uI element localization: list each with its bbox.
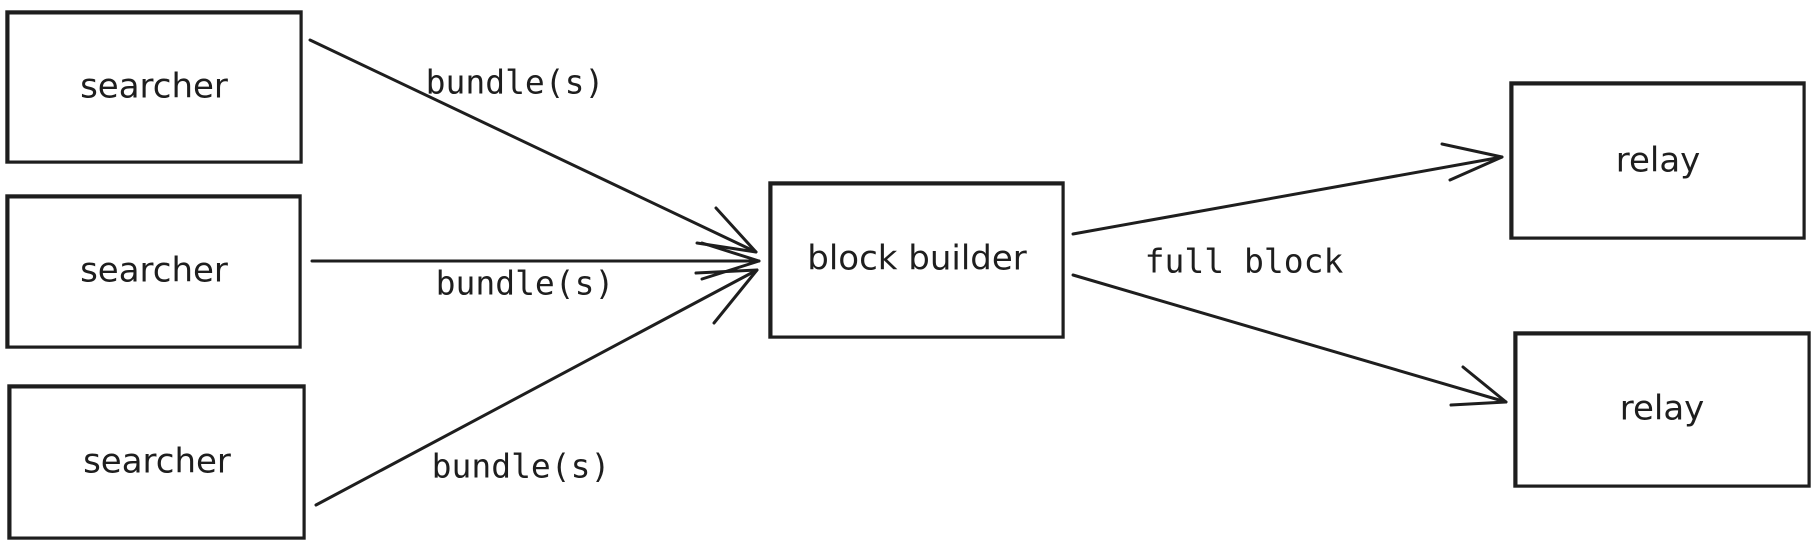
edge-searcher-2-to-builder: bundle(s) xyxy=(310,241,761,303)
edge-searcher-1-to-builder: bundle(s) xyxy=(308,38,758,254)
relay-node-1-label: relay xyxy=(1616,141,1701,181)
relay-node-2-label: relay xyxy=(1620,389,1705,429)
edge-label-searcher-1: bundle(s) xyxy=(426,63,605,102)
edge-builder-to-relay-1 xyxy=(1071,142,1504,236)
edge-builder-to-relay-2 xyxy=(1071,273,1508,407)
searcher-node-2: searcher xyxy=(5,194,302,349)
edge-label-searcher-3: bundle(s) xyxy=(432,447,611,486)
searcher-node-1-label: searcher xyxy=(80,67,228,107)
arrow-searcher-1-to-builder xyxy=(308,38,758,254)
relay-node-2: relay xyxy=(1513,331,1811,488)
relay-node-1: relay xyxy=(1509,81,1806,240)
searcher-node-2-label: searcher xyxy=(80,251,228,291)
arrowhead-searcher-3-to-builder xyxy=(694,268,759,325)
searcher-node-3: searcher xyxy=(7,384,306,540)
searcher-node-1: searcher xyxy=(5,10,303,164)
edge-searcher-3-to-builder: bundle(s) xyxy=(314,268,759,507)
arrow-builder-to-relay-2 xyxy=(1071,273,1508,404)
block-builder-node: block builder xyxy=(768,181,1065,339)
edge-label-searcher-2: bundle(s) xyxy=(436,264,615,303)
arrowhead-builder-to-relay-1 xyxy=(1440,142,1504,182)
block-builder-node-label: block builder xyxy=(807,239,1027,279)
edge-label-full-block: full block xyxy=(1145,242,1344,281)
arrowhead-searcher-1-to-builder xyxy=(695,206,758,254)
arrow-searcher-3-to-builder xyxy=(314,268,759,507)
arrowhead-builder-to-relay-2 xyxy=(1449,365,1508,407)
arrow-builder-to-relay-1 xyxy=(1071,155,1504,236)
searcher-node-3-label: searcher xyxy=(83,442,231,482)
